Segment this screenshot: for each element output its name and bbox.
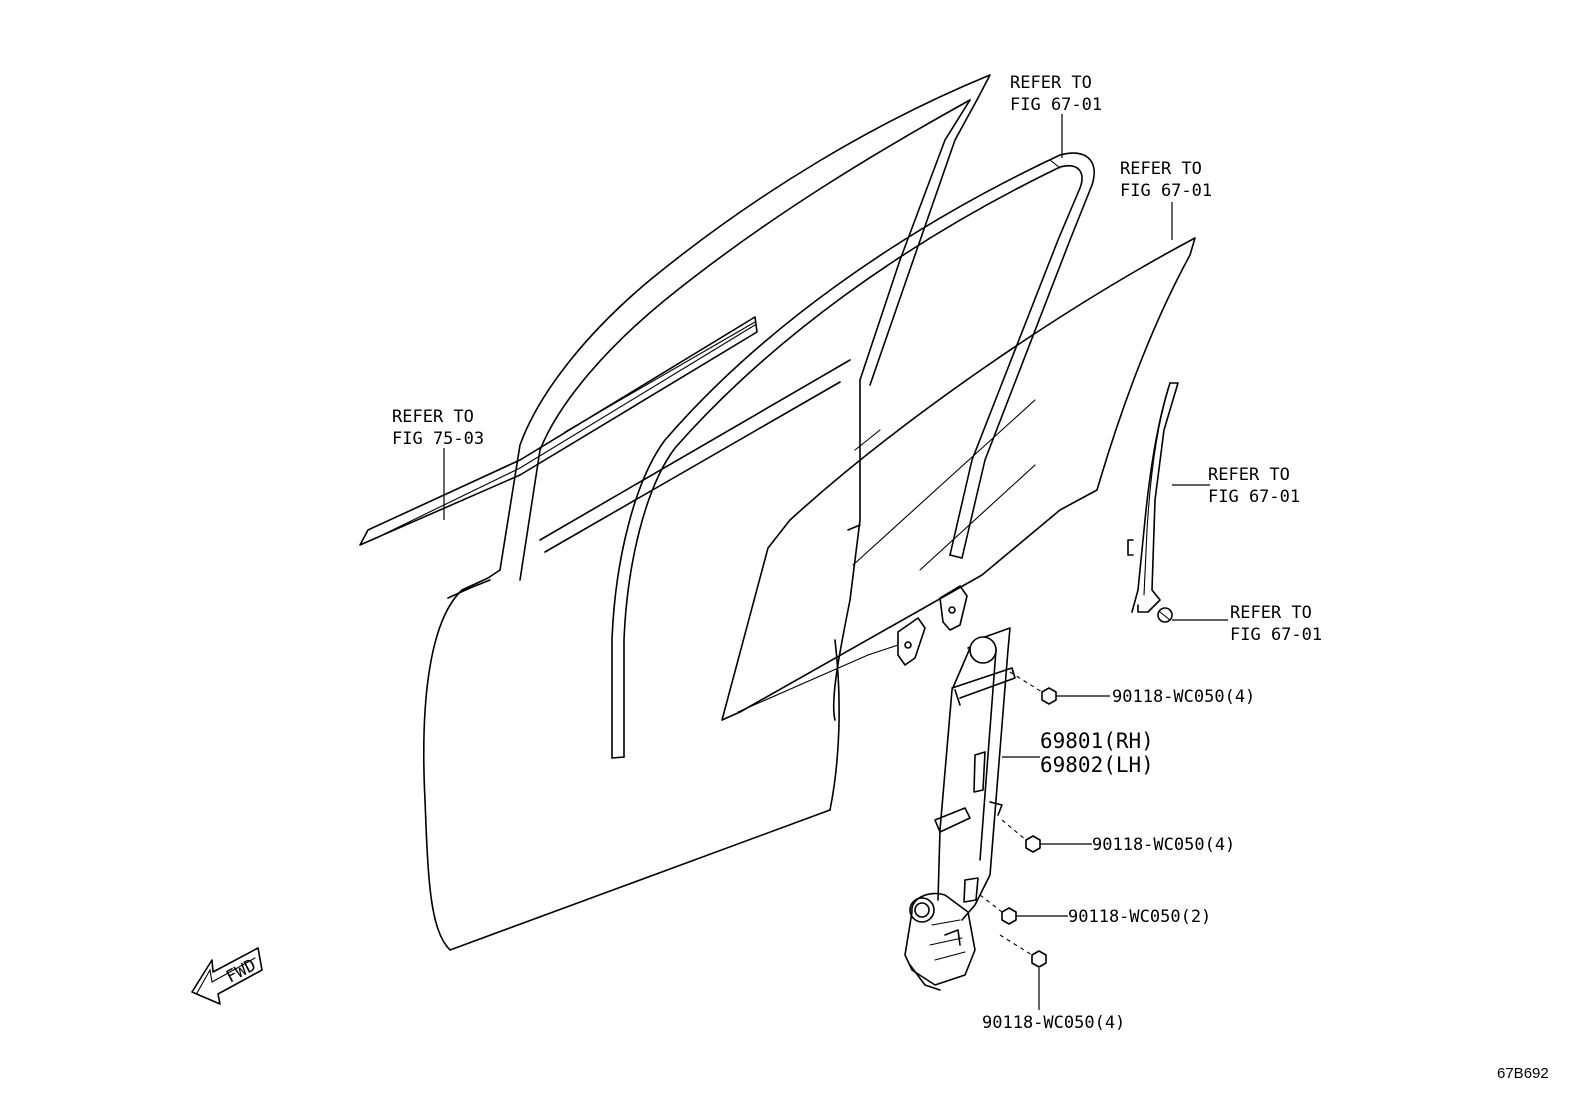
bolt-top-label: 90118-WC050(4) bbox=[1112, 687, 1255, 707]
door-panel bbox=[423, 74, 991, 951]
refer-top-line2: FIG 67-01 bbox=[1010, 95, 1102, 115]
glass-run-channel bbox=[611, 152, 1095, 759]
door-glass bbox=[721, 237, 1196, 721]
leader-lines bbox=[443, 114, 1228, 1010]
bolt-lower-label: 90118-WC050(2) bbox=[1068, 907, 1211, 927]
refer-top-line1: REFER TO bbox=[1010, 73, 1092, 93]
refer-right-channel-line1: REFER TO bbox=[1208, 465, 1290, 485]
bolts bbox=[979, 671, 1057, 968]
fwd-label: FWD bbox=[223, 955, 260, 987]
rear-lower-channel bbox=[1127, 382, 1179, 623]
refer-left-line1: REFER TO bbox=[392, 407, 474, 427]
regulator-lh-label: 69802(LH) bbox=[1040, 753, 1154, 777]
window-regulator bbox=[904, 627, 1016, 991]
refer-left-line2: FIG 75-03 bbox=[392, 429, 484, 449]
bolt-top-icon bbox=[1041, 687, 1057, 705]
figure-code: 67B692 bbox=[1497, 1065, 1549, 1082]
belt-moulding bbox=[359, 316, 758, 546]
refer-right-bolt-line1: REFER TO bbox=[1230, 603, 1312, 623]
regulator-rh-label: 69801(RH) bbox=[1040, 729, 1154, 753]
bolt-bottom-icon bbox=[1031, 950, 1047, 968]
bolt-middle-icon bbox=[1025, 835, 1041, 853]
fwd-arrow-icon: FWD bbox=[191, 947, 263, 1005]
bolt-lower-icon bbox=[1001, 907, 1017, 925]
labels: REFER TO FIG 67-01 REFER TO FIG 67-01 RE… bbox=[392, 73, 1549, 1082]
refer-right-bolt-line2: FIG 67-01 bbox=[1230, 625, 1322, 645]
glass-brackets bbox=[737, 585, 968, 713]
refer-upper-right-line2: FIG 67-01 bbox=[1120, 181, 1212, 201]
bolt-bottom-label: 90118-WC050(4) bbox=[982, 1013, 1125, 1033]
refer-right-channel-line2: FIG 67-01 bbox=[1208, 487, 1300, 507]
refer-upper-right-line1: REFER TO bbox=[1120, 159, 1202, 179]
bolt-middle-label: 90118-WC050(4) bbox=[1092, 835, 1235, 855]
